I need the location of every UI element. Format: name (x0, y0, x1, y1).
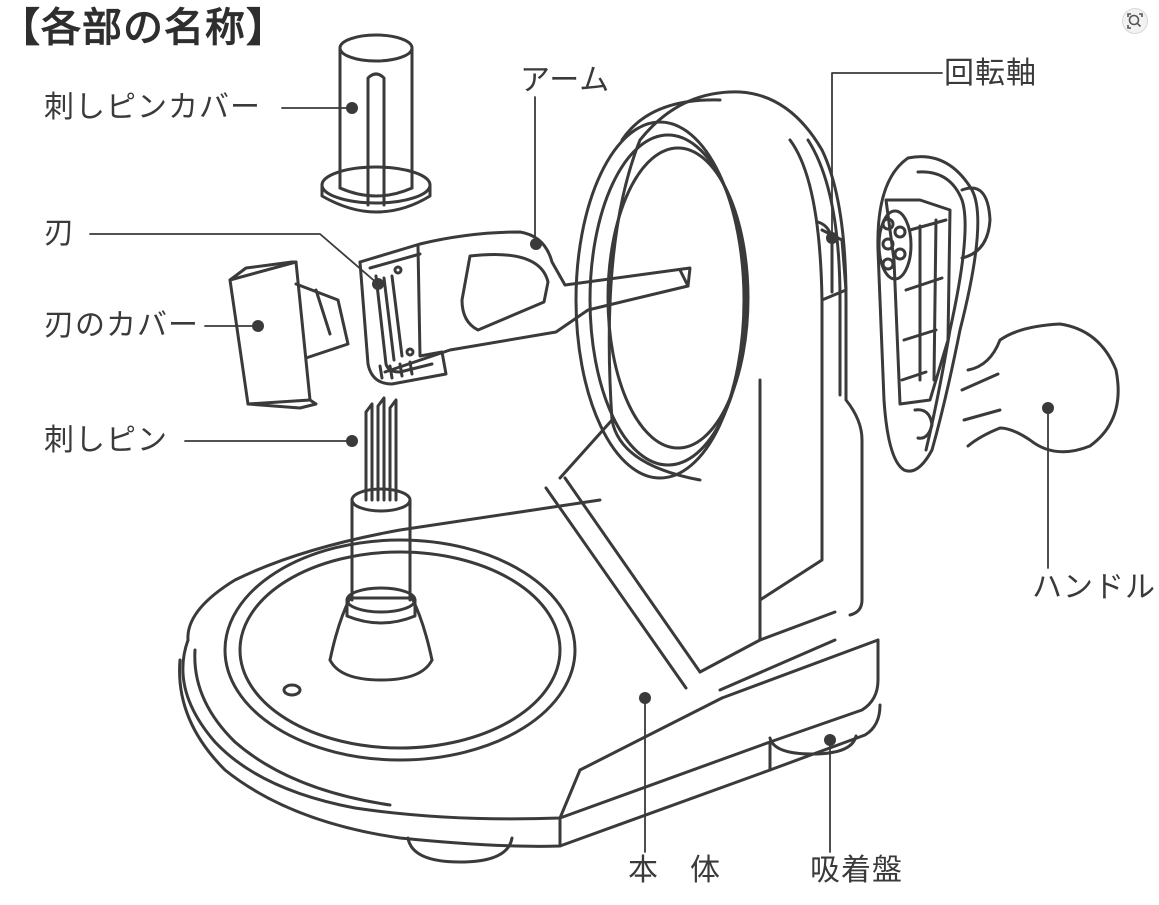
pin-holder-drawing (328, 396, 434, 682)
leader-lines (89, 72, 1049, 853)
arm-drawing (358, 230, 692, 374)
label-pin-cover: 刺しピンカバー (44, 90, 261, 125)
zoom-icon (1127, 13, 1143, 29)
page-title: 【各部の名称】 (0, 5, 287, 51)
base-drawing (178, 476, 882, 848)
blade-cover-drawing (228, 260, 350, 410)
label-pin: 刺しピン (44, 423, 168, 458)
label-blade-cover: 刃のカバー (44, 308, 199, 343)
label-blade: 刃 (44, 216, 75, 251)
main-body-drawing (558, 90, 864, 674)
pin-cover-drawing (320, 33, 432, 214)
label-body: 本 体 (628, 853, 721, 888)
label-arm: アーム (520, 63, 611, 98)
zoom-button[interactable] (1122, 8, 1148, 34)
label-suction-cup: 吸着盤 (810, 853, 903, 888)
label-handle: ハンドル (1032, 570, 1156, 605)
handle-drawing (876, 155, 1120, 473)
blade-drawing (358, 244, 448, 386)
label-shaft: 回転軸 (944, 56, 1037, 91)
